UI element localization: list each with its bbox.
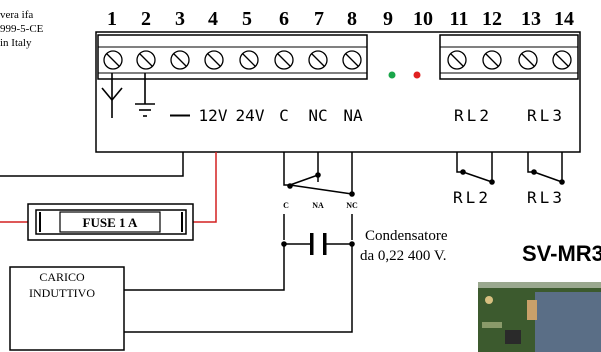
screw-terminal-5 xyxy=(239,50,259,70)
label-12v: 12V xyxy=(199,106,228,125)
terminal-number-9: 9 xyxy=(383,8,393,30)
model-name: SV-MR3 xyxy=(522,241,601,266)
external-label-rl3: RL3 xyxy=(527,188,565,207)
terminal-block-left xyxy=(97,34,368,80)
capacitor-plate-right xyxy=(323,233,327,255)
screw-terminal-12 xyxy=(482,50,502,70)
screw-terminal-3 xyxy=(170,50,190,70)
screw-terminal-2 xyxy=(136,50,156,70)
inductive-load-box xyxy=(9,266,125,351)
terminal-number-10: 10 xyxy=(413,8,433,30)
label-rl3: RL3 xyxy=(527,106,565,125)
ground-icon xyxy=(135,73,155,117)
condenser-node-right xyxy=(349,241,355,247)
label-rl2: RL2 xyxy=(454,106,492,125)
terminal-block-right xyxy=(439,34,579,80)
relay-label-nc: NC xyxy=(346,201,358,210)
relay-contact xyxy=(283,152,353,195)
rl2-node-left xyxy=(460,169,466,175)
wire-positive-right xyxy=(193,152,217,223)
rl3-node-right xyxy=(559,179,565,185)
rl2-node-right xyxy=(489,179,495,185)
fuse: FUSE 1 A xyxy=(27,203,194,241)
green-led xyxy=(388,71,396,79)
terminal-number-3: 3 xyxy=(175,8,185,30)
relay-rl3 xyxy=(527,152,563,183)
terminal-number-14: 14 xyxy=(554,8,574,30)
screw-terminal-11 xyxy=(447,50,467,70)
header-line-2: 999-5-CE xyxy=(0,23,44,35)
terminal-number-6: 6 xyxy=(279,8,289,30)
terminal-numbers: 1 2 3 4 5 6 7 8 9 10 11 12 13 14 xyxy=(107,8,574,30)
label-minus: — xyxy=(170,104,190,126)
header-line-1: vera ifa xyxy=(0,9,33,21)
terminal-number-1: 1 xyxy=(107,8,117,30)
screws-right xyxy=(447,50,572,70)
screw-terminal-7 xyxy=(308,50,328,70)
load-label-1: CARICO xyxy=(39,270,85,284)
rl3-node-left xyxy=(531,169,537,175)
condenser-label-2: da 0,22 400 V. xyxy=(360,248,447,264)
fuse-label-box xyxy=(59,211,161,233)
antenna-icon xyxy=(101,73,123,118)
load-label-2: INDUTTIVO xyxy=(29,286,95,300)
condenser-wiring xyxy=(124,214,353,333)
terminal-number-7: 7 xyxy=(314,8,324,30)
screw-terminal-4 xyxy=(204,50,224,70)
red-led xyxy=(413,71,421,79)
screw-terminal-1 xyxy=(103,50,123,70)
condenser-label-1: Condensatore xyxy=(365,228,448,244)
label-na: NA xyxy=(343,106,363,125)
fuse-label: FUSE 1 A xyxy=(83,215,139,230)
terminal-number-5: 5 xyxy=(242,8,252,30)
terminal-number-11: 11 xyxy=(450,8,469,30)
label-24v: 24V xyxy=(236,106,265,125)
relay-node-c xyxy=(287,183,293,189)
terminal-number-13: 13 xyxy=(521,8,541,30)
screw-terminal-14 xyxy=(552,50,572,70)
screw-terminal-8 xyxy=(342,50,362,70)
terminal-number-2: 2 xyxy=(141,8,151,30)
terminal-number-8: 8 xyxy=(347,8,357,30)
board-photo xyxy=(478,282,601,352)
relay-node-na xyxy=(315,172,321,178)
terminal-number-12: 12 xyxy=(482,8,502,30)
relay-rl2 xyxy=(456,152,493,183)
relay-node-nc xyxy=(349,191,355,197)
label-nc: NC xyxy=(308,106,327,125)
relay-label-c: C xyxy=(283,201,289,210)
capacitor-plate-left xyxy=(310,233,314,255)
screw-terminal-6 xyxy=(274,50,294,70)
header-line-3: in Italy xyxy=(0,37,32,49)
label-c: C xyxy=(279,106,289,125)
board-outline xyxy=(95,31,581,153)
relay-label-na: NA xyxy=(312,201,324,210)
wire-negative xyxy=(0,152,184,177)
screw-terminal-13 xyxy=(518,50,538,70)
terminal-number-4: 4 xyxy=(208,8,218,30)
external-label-rl2: RL2 xyxy=(453,188,491,207)
condenser-node-left xyxy=(281,241,287,247)
relay-component-photo xyxy=(535,292,601,352)
screws-left xyxy=(103,50,362,70)
